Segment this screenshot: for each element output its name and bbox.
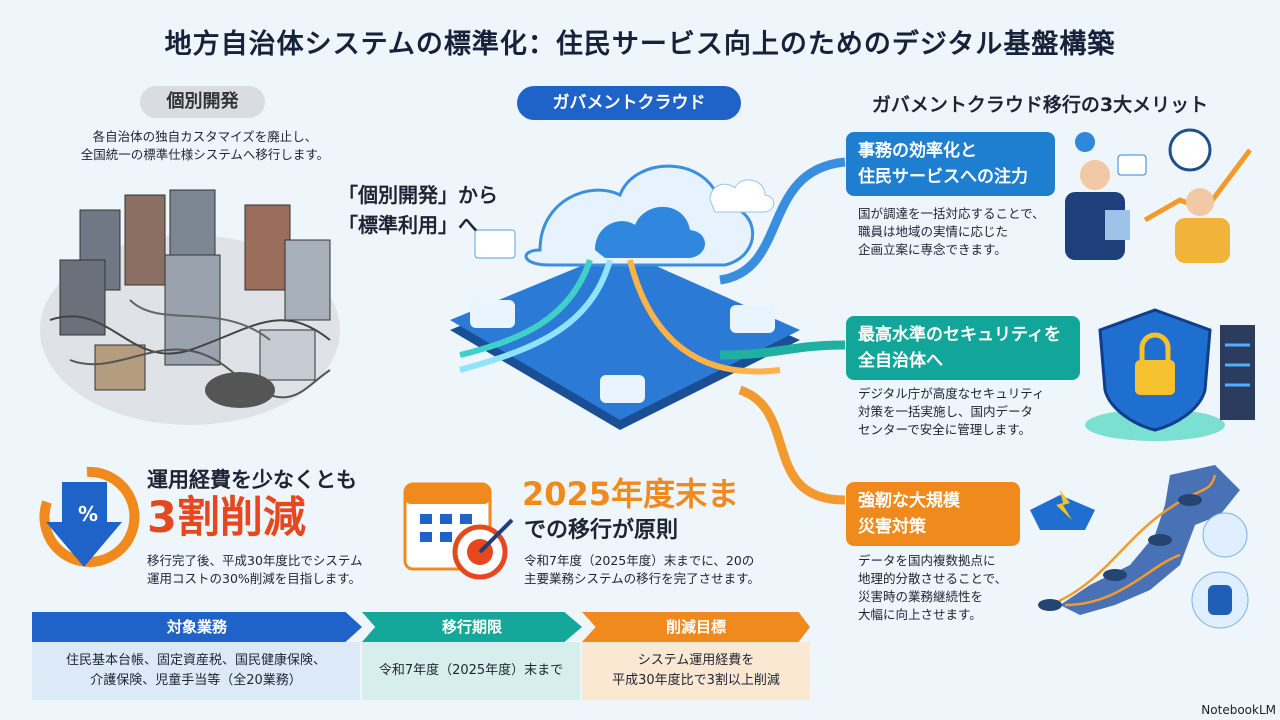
tablet-icon — [1105, 210, 1130, 240]
woman-worker — [1175, 218, 1230, 263]
page-title: 地方自治体システムの標準化：住民サービス向上のためのデジタル基盤構築 — [164, 29, 1116, 60]
earthquake-icon — [1030, 495, 1095, 530]
inner-cloud-icon — [595, 206, 705, 258]
security-illustration — [1085, 308, 1255, 441]
merit1-desc-line3: 企画立案に専念できます。 — [858, 242, 1007, 257]
deadline-sub: での移行が原則 — [524, 518, 679, 543]
clock-icon — [1168, 128, 1212, 172]
merit1-desc-line1: 国が調達を一括対応することで、 — [858, 206, 1045, 221]
device-node-icon — [470, 300, 515, 328]
merit-connectors — [719, 157, 846, 505]
cost-desc-line1: 移行完了後、平成30年度比でシステム — [147, 553, 363, 568]
deadline-desc: 令和7年度（2025年度）末までに、20の 主要業務システムの移行を完了させます… — [524, 552, 760, 588]
table-cell-line: 介護保険、児童手当等（全20業務） — [90, 673, 302, 688]
individual-dev-desc-line1: 各自治体の独自カスタマイズを廃止し、 — [92, 129, 318, 144]
man-worker — [1065, 192, 1125, 260]
table-header-cell: 対象業務 — [32, 612, 362, 642]
transition-line2: 「標準利用」へ — [338, 213, 478, 237]
table-cell-line: 平成30年度比で3割以上削減 — [612, 673, 780, 688]
table-cell: 住民基本台帳、固定資産税、国民健康保険、 介護保険、児童手当等（全20業務） — [32, 642, 360, 700]
merit-disaster-heading: 強靭な大規模 災害対策 — [846, 482, 1020, 546]
table-cell: 令和7年度（2025年度）末まで — [362, 642, 580, 700]
individual-dev-desc-line2: 全国統一の標準仕様システムへ移行します。 — [80, 147, 330, 162]
cost-heading: 運用経費を少なくとも — [147, 468, 357, 492]
merit3-desc-line4: 大幅に向上させます。 — [858, 607, 982, 622]
merit-efficiency-desc: 国が調達を一括対応することで、 職員は地域の実情に応じた 企画立案に専念できます… — [858, 205, 1058, 259]
small-cloud-icon — [709, 179, 775, 213]
database-icon — [1103, 569, 1127, 581]
merit3-desc-line3: 災害時の業務継続性を — [858, 589, 984, 604]
chat-bubble-icon — [1117, 154, 1147, 176]
deadline-big-text: 2025年度末ま — [522, 475, 740, 513]
merit-disaster-desc: データを国内複数拠点に 地理的分散させることで、 災害時の業務継続性を 大幅に向… — [858, 552, 1028, 624]
server-rack-icon — [59, 189, 331, 391]
table-cell-line: システム運用経費を — [637, 653, 755, 668]
gear-icon — [1075, 132, 1095, 152]
table-cell: システム運用経費を 平成30年度比で3割以上削減 — [582, 642, 810, 700]
merit3-desc-line1: データを国内複数拠点に — [858, 553, 996, 568]
legacy-servers-illustration — [40, 189, 340, 425]
table-header: 対象業務 移行期限 削減目標 — [32, 612, 810, 642]
merit3-desc-line2: 地理的分散させることで、 — [858, 571, 1008, 586]
cost-big-text: 3割削減 — [147, 493, 306, 543]
table-header-cell: 削減目標 — [582, 612, 810, 642]
merit1-desc-line2: 職員は地域の実情に応じた — [858, 224, 1009, 239]
merit1-heading-line1: 事務の効率化と — [858, 141, 977, 161]
merits-title: ガバメントクラウド移行の3大メリット — [871, 94, 1209, 116]
merit-security-desc: デジタル庁が高度なセキュリティ 対策を一括実施し、国内データ センターで安全に管… — [858, 385, 1073, 439]
tangled-cable-icon — [205, 372, 275, 408]
office-workers-illustration — [1065, 128, 1252, 263]
japan-map-illustration — [1030, 465, 1249, 629]
server-icon — [1220, 325, 1255, 420]
cost-desc-line2: 運用コストの30%削減を目指します。 — [147, 571, 362, 586]
individual-dev-pill: 個別開発 — [140, 86, 265, 118]
lightning-icon — [1056, 490, 1072, 520]
merit-efficiency-heading: 事務の効率化と 住民サービスへの注力 — [846, 132, 1055, 196]
window-icon — [474, 229, 516, 259]
cloud-sync-icon — [1202, 512, 1248, 558]
calendar-target-icon — [403, 482, 514, 580]
transition-line1: 「個別開発」から — [338, 183, 498, 207]
cost-desc: 移行完了後、平成30年度比でシステム 運用コストの30%削減を目指します。 — [147, 552, 363, 588]
database-icon — [1178, 494, 1202, 506]
device-node-icon — [730, 305, 775, 333]
deadline-desc-line1: 令和7年度（2025年度）末までに、20の — [524, 553, 755, 568]
platform-top — [450, 250, 800, 420]
table-header-cell: 移行期限 — [362, 612, 582, 642]
deadline-desc-line2: 主要業務システムの移行を完了させます。 — [524, 571, 760, 586]
percent-label: % — [77, 502, 99, 526]
gov-cloud-pill: ガバメントクラウド — [517, 86, 741, 120]
individual-dev-desc: 各自治体の独自カスタマイズを廃止し、 全国統一の標準仕様システムへ移行します。 — [50, 128, 360, 164]
merit2-desc-line2: 対策を一括実施し、国内データ — [858, 404, 1034, 419]
merit2-heading-line1: 最高水準のセキュリティを — [858, 325, 1061, 345]
merit2-desc-line1: デジタル庁が高度なセキュリティ — [858, 386, 1045, 401]
transition-text: 「個別開発」から 「標準利用」へ — [338, 180, 498, 240]
summary-table: 対象業務 移行期限 削減目標 住民基本台帳、固定資産税、国民健康保険、 介護保険… — [32, 612, 810, 700]
table-row: 住民基本台帳、固定資産税、国民健康保険、 介護保険、児童手当等（全20業務） 令… — [32, 642, 810, 700]
merit3-heading-line2: 災害対策 — [858, 517, 926, 537]
device-node-icon — [600, 375, 645, 403]
table-cell-line: 令和7年度（2025年度）末まで — [378, 663, 564, 678]
database-icon — [1038, 599, 1062, 611]
merit2-heading-line2: 全自治体へ — [858, 351, 943, 371]
merit2-desc-line3: センターで安全に管理します。 — [858, 422, 1032, 437]
database-icon — [1148, 534, 1172, 546]
lock-icon — [1135, 360, 1175, 395]
table-cell-line: 住民基本台帳、固定資産税、国民健康保険、 — [65, 653, 326, 668]
gov-cloud-illustration — [450, 164, 800, 430]
notebooklm-watermark: NotebookLM — [1201, 703, 1276, 717]
merit3-heading-line1: 強靭な大規模 — [858, 491, 960, 511]
merit1-heading-line2: 住民サービスへの注力 — [858, 167, 1028, 187]
percent-down-icon — [39, 466, 140, 567]
merit-security-heading: 最高水準のセキュリティを 全自治体へ — [846, 316, 1080, 380]
